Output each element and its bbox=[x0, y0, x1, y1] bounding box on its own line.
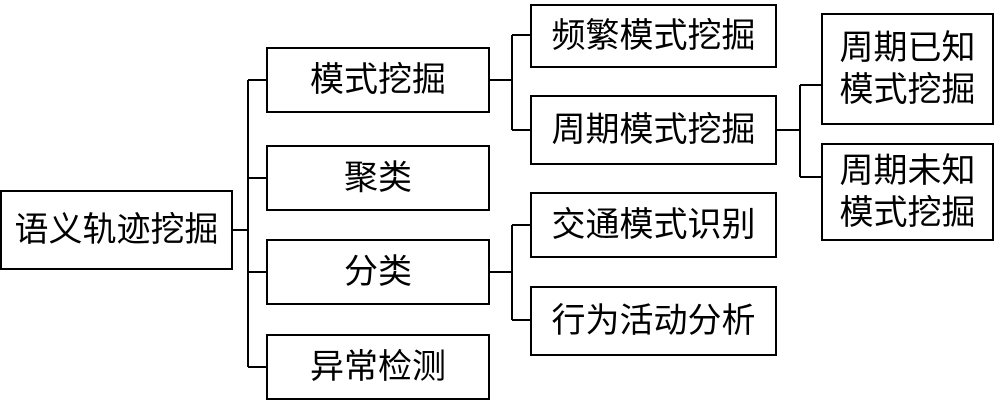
known-period-node: 周期已知 模式挖掘 bbox=[821, 13, 994, 125]
transport-mode-node: 交通模式识别 bbox=[530, 192, 777, 258]
unknown-period-line2: 模式挖掘 bbox=[839, 193, 976, 233]
activity-analysis-label: 行为活动分析 bbox=[551, 300, 756, 341]
root-node-label: 语义轨迹挖掘 bbox=[14, 209, 219, 250]
activity-analysis-node: 行为活动分析 bbox=[530, 286, 777, 356]
periodic-pattern-node: 周期模式挖掘 bbox=[530, 95, 777, 165]
pattern-mining-label: 模式挖掘 bbox=[310, 59, 446, 100]
pattern-mining-node: 模式挖掘 bbox=[266, 47, 490, 113]
clustering-label: 聚类 bbox=[344, 157, 412, 198]
classification-label: 分类 bbox=[344, 251, 412, 292]
frequent-pattern-node: 频繁模式挖掘 bbox=[530, 4, 777, 68]
classification-node: 分类 bbox=[266, 239, 490, 305]
unknown-period-line1: 周期未知 bbox=[839, 150, 976, 191]
known-period-line2: 模式挖掘 bbox=[839, 70, 976, 110]
anomaly-detection-node: 异常检测 bbox=[266, 334, 490, 400]
frequent-pattern-label: 频繁模式挖掘 bbox=[551, 15, 756, 56]
clustering-node: 聚类 bbox=[266, 145, 490, 211]
unknown-period-text: 周期未知 模式挖掘 bbox=[840, 150, 976, 235]
periodic-pattern-label: 周期模式挖掘 bbox=[551, 109, 756, 150]
known-period-line1: 周期已知 bbox=[839, 27, 976, 68]
root-node: 语义轨迹挖掘 bbox=[0, 190, 233, 270]
transport-mode-label: 交通模式识别 bbox=[551, 204, 756, 245]
anomaly-detection-label: 异常检测 bbox=[310, 346, 446, 387]
known-period-text: 周期已知 模式挖掘 bbox=[840, 27, 976, 112]
unknown-period-node: 周期未知 模式挖掘 bbox=[821, 143, 994, 241]
